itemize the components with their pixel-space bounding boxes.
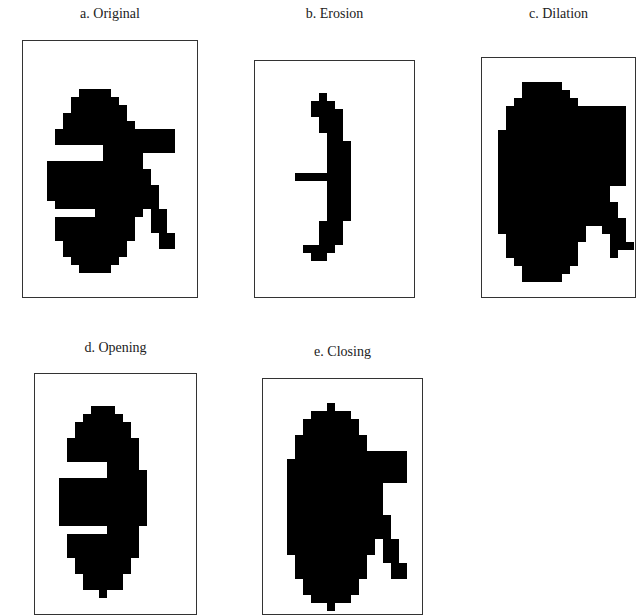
panel-frame (262, 378, 423, 615)
binary-shape (23, 41, 199, 299)
pixel-blob (59, 406, 147, 598)
pixel-blob (47, 89, 175, 273)
binary-shape (482, 58, 637, 299)
panel-title: a. Original (22, 6, 198, 22)
panel-title: b. Erosion (254, 6, 415, 22)
panel-title: c. Dilation (481, 6, 636, 22)
image-panel: a. Original (22, 6, 198, 298)
panel-title: e. Closing (262, 344, 423, 360)
binary-shape (263, 379, 424, 616)
pixel-blob (295, 93, 351, 261)
binary-shape (35, 374, 198, 616)
image-panel: d. Opening (34, 340, 197, 615)
pixel-blob (498, 82, 634, 282)
image-panel: c. Dilation (481, 6, 636, 298)
panel-frame (254, 60, 415, 298)
panel-frame (22, 40, 198, 298)
panel-frame (481, 57, 636, 298)
image-panel: b. Erosion (254, 6, 415, 298)
panel-frame (34, 373, 197, 615)
pixel-blob (287, 403, 407, 611)
panel-title: d. Opening (34, 340, 197, 356)
image-panel: e. Closing (262, 344, 423, 615)
binary-shape (255, 61, 416, 299)
